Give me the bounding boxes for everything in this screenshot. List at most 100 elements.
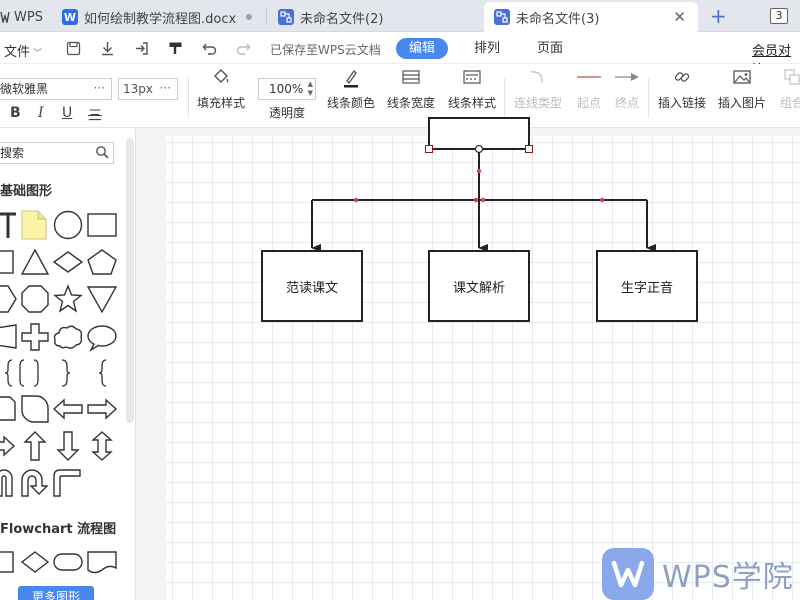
- shield-shape-icon[interactable]: [86, 284, 118, 314]
- new-tab-plus-icon[interactable]: +: [710, 4, 727, 28]
- connector-type-button[interactable]: 连线类型: [512, 68, 564, 124]
- underline-icon[interactable]: U: [62, 105, 73, 121]
- flow-document-shape-icon[interactable]: [86, 548, 118, 576]
- speech-bubble-shape-icon[interactable]: [86, 322, 118, 352]
- line-width-button[interactable]: 线条宽度: [386, 68, 436, 124]
- fill-style-button[interactable]: 填充样式: [196, 68, 246, 124]
- basic-shapes-heading[interactable]: 基础图形: [0, 184, 53, 199]
- u-turn-arrow-shape-icon[interactable]: [20, 466, 50, 500]
- window-count-badge[interactable]: 3: [770, 8, 788, 24]
- decision-shape-icon[interactable]: [20, 548, 50, 576]
- opacity-input[interactable]: 100% ▲▼: [258, 78, 316, 100]
- opacity-label: 透明度: [268, 106, 305, 120]
- group-label: 组合: [779, 96, 800, 110]
- close-icon[interactable]: ✕: [673, 8, 686, 26]
- format-painter-icon[interactable]: [166, 39, 184, 57]
- download-icon[interactable]: [98, 39, 116, 57]
- bold-icon[interactable]: B: [10, 105, 21, 121]
- insert-image-button[interactable]: 插入图片: [716, 68, 768, 124]
- rectangle-shape-icon[interactable]: [86, 212, 118, 238]
- tab-flow-file-2-label: 未命名文件(2): [300, 11, 384, 27]
- left-brace-shape-icon[interactable]: [94, 358, 114, 388]
- right-brace-shape-icon[interactable]: [56, 358, 76, 388]
- flowchart-heading[interactable]: Flowchart 流程图: [0, 522, 117, 537]
- word-doc-icon: W: [62, 9, 78, 25]
- diamond-shape-icon[interactable]: [52, 248, 84, 276]
- tab-bar: WPS W 如何绘制教学流程图.docx 未命名文件(2) 未命名文件(3) ✕…: [0, 0, 800, 32]
- arrow-up-shape-icon[interactable]: [20, 430, 50, 462]
- u-turn-small-shape-icon[interactable]: [0, 466, 18, 500]
- save-icon[interactable]: [64, 39, 82, 57]
- group-icon: [772, 68, 800, 94]
- circle-shape-icon[interactable]: [52, 210, 84, 240]
- arrow-left-shape-icon[interactable]: [52, 394, 84, 424]
- pen-icon: [326, 68, 376, 94]
- tab-flow-file-3-active[interactable]: 未命名文件(3) ✕: [484, 2, 698, 32]
- text-shape-icon[interactable]: [0, 210, 20, 240]
- font-size-select[interactable]: 13px ···: [118, 78, 178, 100]
- pentagon-shape-icon[interactable]: [86, 248, 118, 276]
- line-start-button[interactable]: 起点: [570, 68, 608, 124]
- more-shapes-button[interactable]: 更多图形: [18, 586, 94, 600]
- strikethrough-icon[interactable]: 三: [88, 108, 102, 124]
- arrow-down-shape-icon[interactable]: [52, 430, 84, 462]
- toolbar-divider: [648, 78, 649, 118]
- tab-flow-file-3-label: 未命名文件(3): [516, 11, 600, 27]
- font-family-select[interactable]: 微软雅黑 ···: [0, 78, 112, 100]
- paint-bucket-icon: [196, 68, 246, 94]
- square-shape-icon[interactable]: [0, 248, 16, 276]
- brace-pair-shape-icon[interactable]: [4, 358, 50, 388]
- triangle-shape-icon[interactable]: [20, 248, 50, 276]
- node-read-text[interactable]: 范读课文: [261, 250, 363, 322]
- diagram-page[interactable]: [166, 136, 800, 600]
- delay-shape-icon[interactable]: [20, 394, 50, 424]
- terminator-shape-icon[interactable]: [52, 548, 84, 576]
- tab-arrange[interactable]: 排列: [474, 41, 501, 56]
- undo-icon[interactable]: [200, 39, 218, 57]
- node-text-analysis[interactable]: 课文解析: [428, 250, 530, 322]
- line-start-icon: [570, 68, 608, 94]
- curve-connector-icon: [512, 68, 564, 94]
- tab-page[interactable]: 页面: [537, 41, 564, 56]
- spinner-icon[interactable]: ▲▼: [307, 80, 313, 97]
- font-size-value: 13px: [123, 82, 153, 96]
- arrow-right-shape-icon[interactable]: [86, 394, 118, 424]
- line-color-button[interactable]: 线条颜色: [326, 68, 376, 124]
- process-shape-icon[interactable]: [0, 548, 16, 576]
- italic-icon[interactable]: I: [38, 105, 44, 121]
- arrow-right-small-shape-icon[interactable]: [0, 430, 18, 462]
- tab-wps-home[interactable]: WPS: [0, 2, 52, 32]
- wps-logo-icon: [0, 9, 10, 25]
- canvas-area[interactable]: [136, 128, 800, 600]
- bent-arrow-shape-icon[interactable]: [52, 466, 84, 500]
- file-menu[interactable]: 文件﹀: [4, 41, 42, 60]
- document-shape-icon[interactable]: [0, 394, 18, 424]
- tab-document[interactable]: W 如何绘制教学流程图.docx: [54, 2, 264, 32]
- toolbar-divider: [504, 78, 505, 118]
- star-shape-icon[interactable]: [52, 284, 84, 314]
- node-pronunciation[interactable]: 生字正音: [596, 250, 698, 322]
- redo-icon[interactable]: [234, 39, 252, 57]
- tab-edit[interactable]: 编辑: [396, 38, 449, 59]
- node-text-analysis-label: 课文解析: [452, 280, 505, 296]
- cloud-shape-icon[interactable]: [52, 322, 84, 352]
- octagon-shape-icon[interactable]: [20, 284, 50, 314]
- shape-search-input[interactable]: 搜索: [0, 142, 114, 164]
- tab-flow-file-2[interactable]: 未命名文件(2): [268, 2, 482, 32]
- search-icon[interactable]: [95, 145, 109, 165]
- hexagon-shape-icon[interactable]: [0, 284, 18, 314]
- export-icon[interactable]: [132, 39, 150, 57]
- group-button[interactable]: 组合: [772, 68, 800, 124]
- panel-scrollbar[interactable]: [126, 138, 134, 423]
- line-style-button[interactable]: 线条样式: [446, 68, 498, 124]
- insert-link-button[interactable]: 插入链接: [654, 68, 710, 124]
- fill-style-label: 填充样式: [196, 96, 245, 110]
- wps-logo-icon: [602, 548, 654, 600]
- line-end-button[interactable]: 终点: [608, 68, 646, 124]
- parallelogram-shape-icon[interactable]: [0, 322, 18, 352]
- note-shape-icon[interactable]: [20, 210, 48, 240]
- line-end-label: 终点: [614, 96, 639, 110]
- arrow-up-down-shape-icon[interactable]: [86, 430, 118, 462]
- cross-shape-icon[interactable]: [20, 322, 50, 352]
- line-start-label: 起点: [576, 96, 601, 110]
